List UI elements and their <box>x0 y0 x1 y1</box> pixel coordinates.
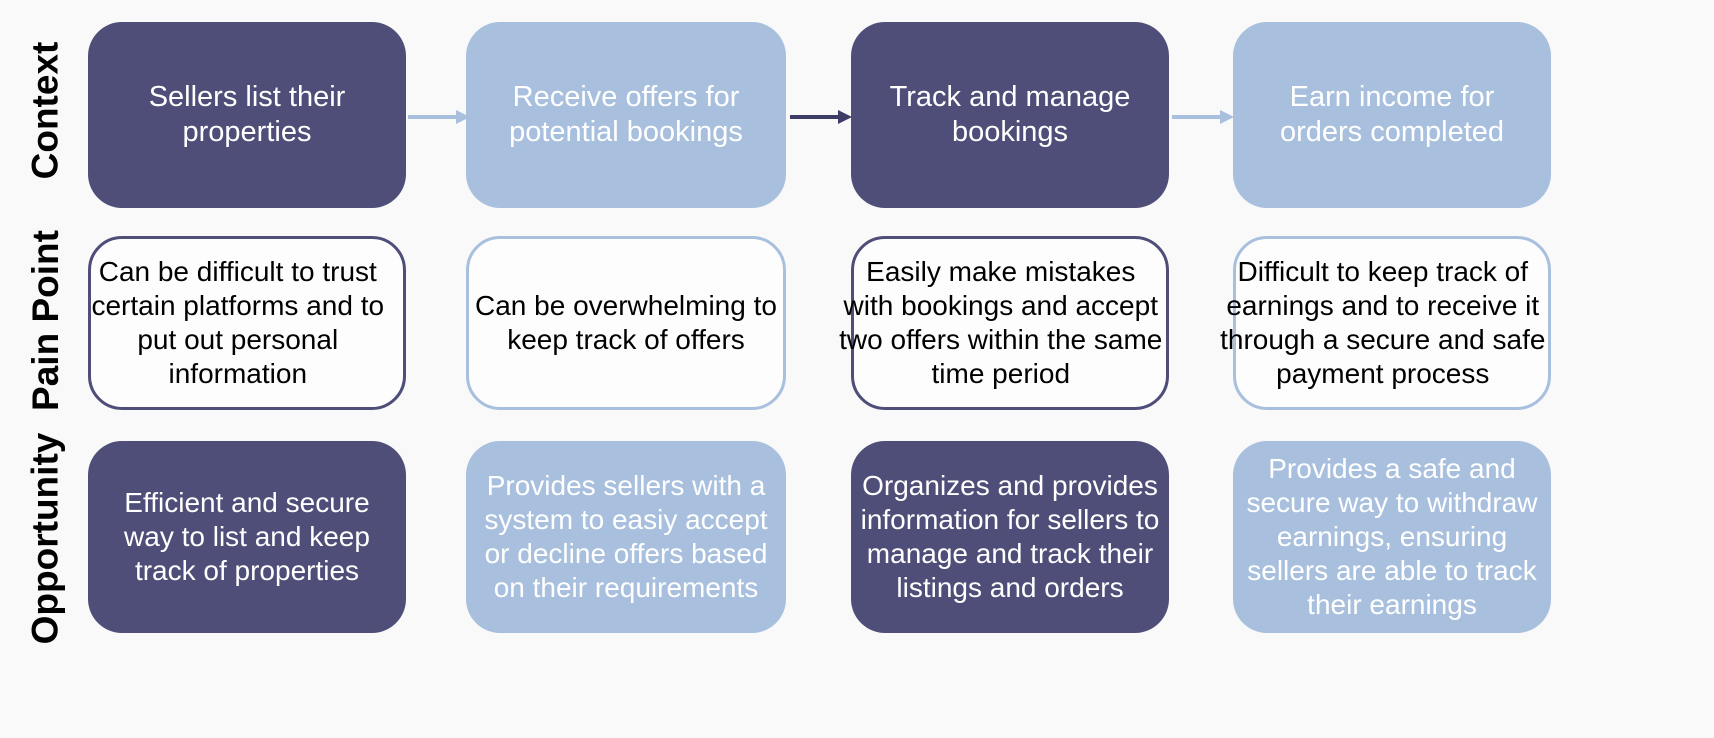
arrow-right-icon <box>1172 106 1234 128</box>
row-label-context: Context <box>0 10 90 210</box>
arrow-right-icon <box>790 106 852 128</box>
pain-point-card-3[interactable]: Easily make mistakes with bookings and a… <box>839 236 1169 410</box>
opportunity-card-3[interactable]: Organizes and provides information for s… <box>851 441 1169 633</box>
context-card-3-text: Track and manage bookings <box>889 80 1131 148</box>
pain-point-card-3-text: Easily make mistakes with bookings and a… <box>839 255 1163 390</box>
opportunity-card-1[interactable]: Efficient and secure way to list and kee… <box>88 441 406 633</box>
context-card-1-text: Sellers list their properties <box>148 80 346 148</box>
pain-point-card-2[interactable]: Can be overwhelming to keep track of off… <box>466 236 786 410</box>
opportunity-card-2-text: Provides sellers with a system to easiy … <box>484 469 768 604</box>
context-card-3[interactable]: Track and manage bookings <box>851 22 1169 208</box>
row-label-opportunity-text: Opportunity <box>24 432 66 644</box>
row-label-pain-point-text: Pain Point <box>24 230 66 411</box>
pain-point-card-1[interactable]: Can be difficult to trust certain platfo… <box>88 236 406 410</box>
opportunity-card-4-text: Provides a safe and secure way to withdr… <box>1246 452 1538 621</box>
pain-point-card-4[interactable]: Difficult to keep track of earnings and … <box>1220 236 1551 410</box>
opportunity-card-4[interactable]: Provides a safe and secure way to withdr… <box>1233 441 1551 633</box>
context-card-2[interactable]: Receive offers for potential bookings <box>466 22 786 208</box>
opportunity-card-1-text: Efficient and secure way to list and kee… <box>124 486 370 587</box>
pain-point-card-1-text: Can be difficult to trust certain platfo… <box>91 255 385 390</box>
context-card-4[interactable]: Earn income for orders completed <box>1233 22 1551 208</box>
row-label-context-text: Context <box>24 41 66 179</box>
row-label-opportunity: Opportunity <box>0 432 90 644</box>
arrow-right-icon <box>408 106 470 128</box>
opportunity-card-3-text: Organizes and provides information for s… <box>860 469 1160 604</box>
context-card-1[interactable]: Sellers list their properties <box>88 22 406 208</box>
context-card-4-text: Earn income for orders completed <box>1279 80 1505 148</box>
opportunity-card-2[interactable]: Provides sellers with a system to easiy … <box>466 441 786 633</box>
pain-point-card-2-text: Can be overwhelming to keep track of off… <box>475 289 777 355</box>
pain-point-card-4-text: Difficult to keep track of earnings and … <box>1220 255 1546 390</box>
context-card-2-text: Receive offers for potential bookings <box>509 80 743 148</box>
